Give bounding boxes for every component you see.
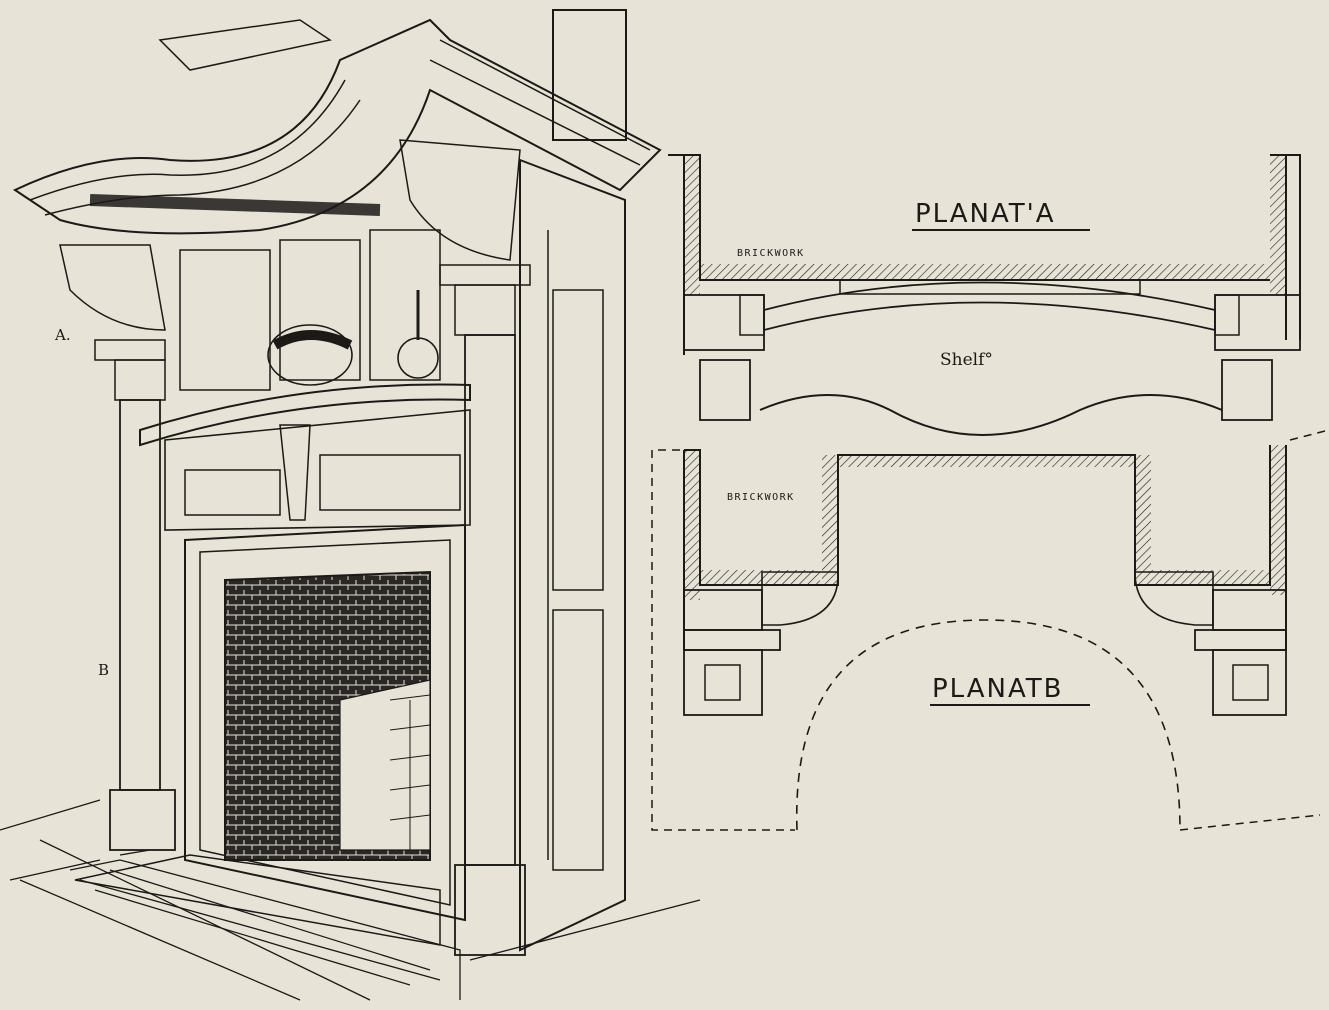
side-wall-panelling <box>519 158 626 952</box>
arch-outline <box>796 619 1181 831</box>
plan-at-a: PLANAT'A BRICKWORK Shelf° <box>668 154 1301 436</box>
keystone-bracket <box>279 424 311 521</box>
overmantel-panel-right <box>369 229 441 381</box>
hearth <box>74 854 441 946</box>
shelf-outline <box>759 394 1223 436</box>
shelf-band <box>763 281 1216 332</box>
fireplace-surround <box>184 523 466 922</box>
chimney-stack <box>552 9 627 141</box>
right-pilaster <box>464 334 516 866</box>
section-marker-b: B <box>98 661 109 679</box>
overmantel-panel-left <box>179 249 271 391</box>
section-marker-a: A. <box>54 326 71 344</box>
plan-b-brickwork-label: BRICKWORK <box>727 492 795 503</box>
left-pilaster <box>119 399 161 791</box>
mantel-shelf <box>139 383 471 447</box>
floor-boards <box>0 799 701 1001</box>
plan-a-title: PLANAT'A <box>915 199 1056 229</box>
right-carved-bracket <box>399 139 521 261</box>
plan-a-brickwork-label: BRICKWORK <box>737 248 805 259</box>
frieze-ornament <box>158 19 332 71</box>
plan-at-b: PLANATB BRICKWORK <box>651 429 1329 831</box>
fireplace-perspective: A. B <box>0 9 701 1001</box>
frieze-panel <box>164 409 471 531</box>
overmantel-panel-center <box>279 239 361 381</box>
plan-a-shelf-label: Shelf° <box>940 350 993 370</box>
plan-b-title: PLANATB <box>932 674 1063 704</box>
bowl-vase <box>267 324 353 386</box>
left-carved-bracket <box>59 244 166 331</box>
curved-cornice <box>12 18 662 235</box>
round-vase <box>397 337 439 379</box>
